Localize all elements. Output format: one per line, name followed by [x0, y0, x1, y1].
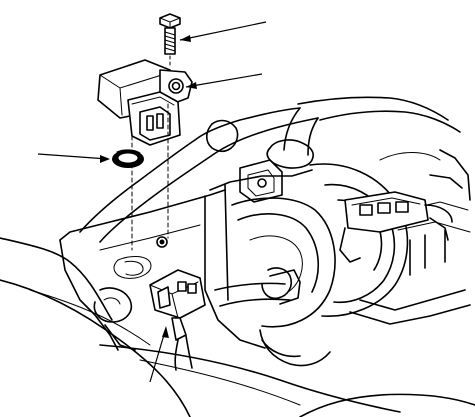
callout-o-ring-line: [37, 153, 109, 160]
map-sensor-icon: [97, 59, 193, 251]
engine-background: [0, 189, 475, 417]
vacuum-hoses: [79, 96, 461, 243]
bolt-icon: [159, 13, 181, 67]
callout-bolt-arrow: [180, 35, 191, 42]
throttle-body: [204, 149, 471, 367]
callout-leaders: [37, 21, 267, 383]
o-ring-icon: [112, 149, 144, 168]
electrical-connector-icon: [149, 269, 206, 371]
callout-bolt-line: [179, 21, 267, 41]
callout-sensor-line: [185, 73, 263, 88]
callout-sensor-arrow: [186, 82, 197, 89]
throttle-connector: [339, 191, 453, 263]
callout-connector-arrow: [162, 326, 169, 338]
callout-o-ring-arrow: [100, 155, 110, 163]
